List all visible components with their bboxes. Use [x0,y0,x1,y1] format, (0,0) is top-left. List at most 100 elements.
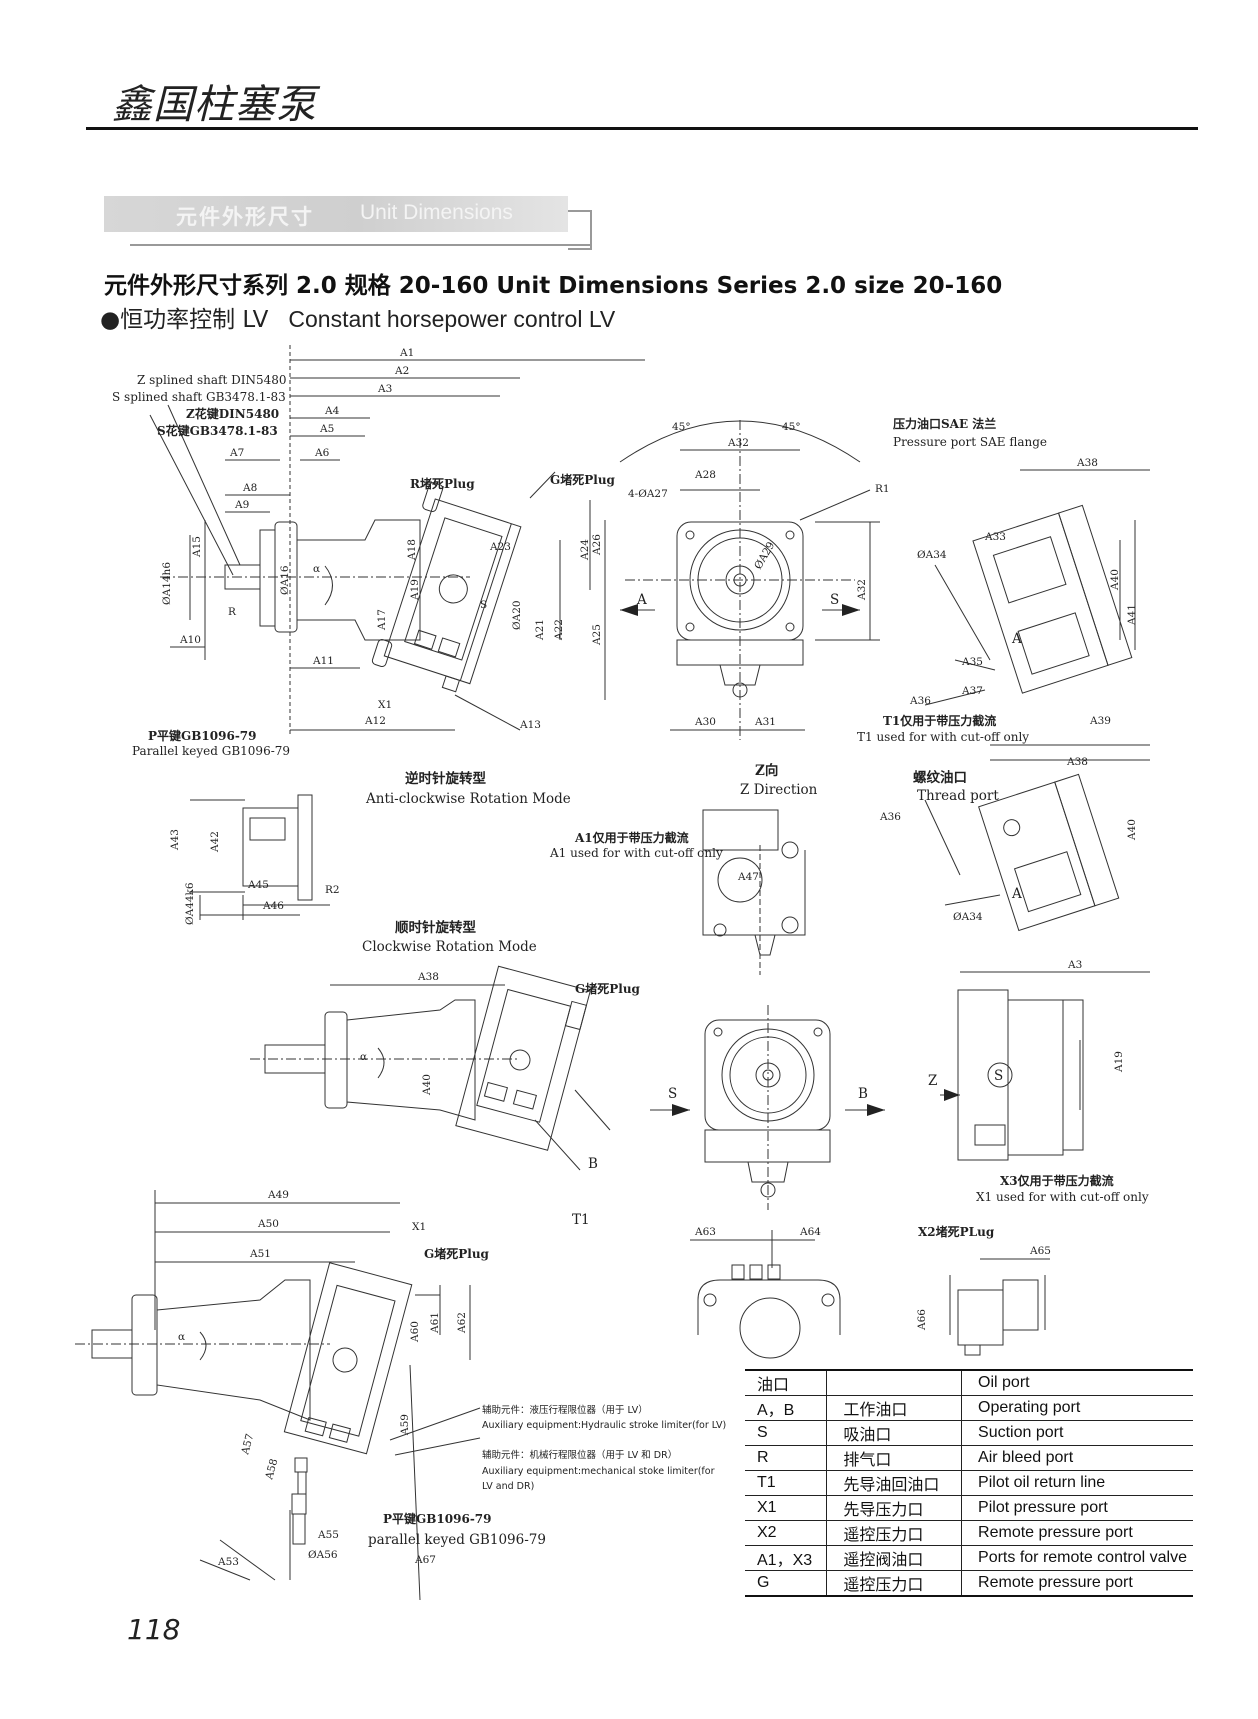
bottom-port-view [690,1230,841,1359]
page-heading: 元件外形尺寸系列 2.0 规格 20-160 Unit Dimensions S… [104,273,1003,299]
dim-A36-sae: A36 [909,695,931,707]
section-title-zh: 元件外形尺寸 [176,205,314,229]
aux-note-1-zh: 辅助元件：液压行程限位器（用于 LV） [482,1404,648,1416]
port-name-en: Oil port [961,1369,1193,1396]
dim-A6: A6 [314,447,330,459]
rear-view [650,1005,885,1210]
label-S-z: S [994,1068,1003,1084]
note-g-plug-cw: G堵死Plug [575,981,641,996]
dim-A55: A55 [317,1529,339,1541]
dim-A8: A8 [242,482,257,494]
port-name-zh: 吸油口 [826,1420,963,1446]
note-p-key-en-bl: parallel keyed GB1096-79 [368,1532,546,1548]
dim-A15: A15 [191,536,203,558]
table-row: A1，X3 遥控阀油口 Ports for remote control val… [745,1545,1193,1571]
bottom-left-view [75,1190,481,1601]
aux-note-2-zh: 辅助元件：机械行程限位器（用于 LV 和 DR） [482,1449,677,1461]
dim-A24: A24 [579,539,591,561]
label-A-thread: A [1011,886,1022,902]
dim-A63: A63 [694,1226,716,1238]
dim-A31: A31 [754,716,776,728]
note-g-plug-bl: G堵死Plug [424,1246,490,1261]
table-row: A，B 工作油口 Operating port [745,1395,1193,1421]
sae-flange-detail [924,469,1150,746]
table-row: X1 先导压力口 Pilot pressure port [745,1495,1193,1521]
table-row: 油口 Oil port [745,1369,1193,1396]
label-X1-bl: X1 [412,1221,426,1233]
control-type-en: Constant horsepower control LV [288,306,616,332]
port-name-zh: 遥控压力口 [826,1520,963,1546]
dim-A22: A22 [553,619,565,641]
dim-A40-thread: A40 [1126,819,1138,841]
label-45-left: 45° [672,421,691,433]
brand-title: 鑫国柱塞泵 [112,82,317,128]
dim-A14: ØA14h6 [161,562,173,605]
dim-A33: A33 [984,531,1006,543]
port-code: X2 [745,1520,828,1546]
section-title-en: Unit Dimensions [360,201,513,224]
dim-A57: A57 [239,1432,256,1456]
label-Z: Z [928,1073,937,1089]
dim-A42: A42 [209,831,221,853]
port-code: 油口 [745,1369,828,1396]
dim-A23: A23 [489,541,511,553]
dim-A25: A25 [591,624,603,646]
label-45-right: 45° [782,421,801,433]
note-r-plug: R堵死Plug [410,476,475,491]
caption-z-dir-zh: Z向 [755,762,778,779]
front-view [619,420,880,740]
dim-A3-z: A3 [1067,959,1082,971]
note-a1-en: A1 used for with cut-off only [549,846,723,860]
label-R1: R1 [875,483,890,495]
dim-A3: A3 [377,383,392,395]
dim-A13: A13 [519,719,541,731]
section-underline [130,244,590,246]
dim-A59: A59 [399,1414,411,1436]
control-type-zh: ●恒功率控制 LV [100,307,269,333]
dim-A16: ØA16 [279,565,291,595]
label-R: R [228,606,237,618]
caption-cw-en: Clockwise Rotation Mode [362,939,537,955]
aux-note-2-en-1: Auxiliary equipment:mechanical stoke lim… [482,1466,715,1477]
dim-A1: A1 [399,347,414,359]
section-banner: 元件外形尺寸 Unit Dimensions [104,196,568,232]
port-name-zh: 工作油口 [826,1395,963,1421]
dim-A56: ØA56 [308,1549,338,1561]
dim-A19: A19 [409,579,421,601]
port-name-en: Air bleed port [961,1445,1193,1471]
port-name-zh: 遥控阀油口 [826,1545,963,1571]
note-a1-zh: A1仅用于带压力截流 [574,830,689,845]
port-name-zh [826,1369,963,1396]
label-A-sae: A [1011,631,1022,647]
dim-A38-cw: A38 [417,971,439,983]
note-sae-en: Pressure port SAE flange [893,435,1047,449]
label-S-main: S [480,599,487,611]
dim-A40-cw: A40 [421,1074,433,1096]
port-code: S [745,1420,828,1446]
aux-note-1-en: Auxiliary equipment:Hydraulic stroke lim… [482,1420,726,1431]
caption-acw-zh: 逆时针旋转型 [405,770,486,787]
dim-A27: 4-ØA27 [628,488,668,500]
note-p-key-zh: P平键GB1096-79 [148,728,257,743]
note-sae-zh: 压力油口SAE 法兰 [893,416,996,431]
dim-A62: A62 [456,1312,468,1334]
port-code: A1，X3 [745,1545,828,1571]
dim-A51: A51 [249,1248,271,1260]
dim-A64: A64 [799,1226,821,1238]
dim-A36-thread: A36 [879,811,901,823]
dim-A53: A53 [217,1556,239,1568]
caption-z-dir-en: Z Direction [740,782,818,798]
label-S-rear: S [668,1086,677,1102]
dim-A35: A35 [961,656,983,668]
control-type-heading: ●恒功率控制 LV Constant horsepower control LV [100,300,615,334]
port-legend-table: 油口 Oil port A，B 工作油口 Operating port S 吸油… [745,1369,1193,1597]
dim-A11: A11 [312,655,334,667]
dim-A5: A5 [319,423,334,435]
dim-A29: ØA29 [752,540,777,572]
aux-note-2-en-2: LV and DR) [482,1481,534,1492]
dim-A47: A47 [737,871,759,883]
dim-A34-sae: ØA34 [917,549,947,561]
caption-thread-zh: 螺纹油口 [913,769,967,786]
label-B-rear: B [858,1086,868,1102]
